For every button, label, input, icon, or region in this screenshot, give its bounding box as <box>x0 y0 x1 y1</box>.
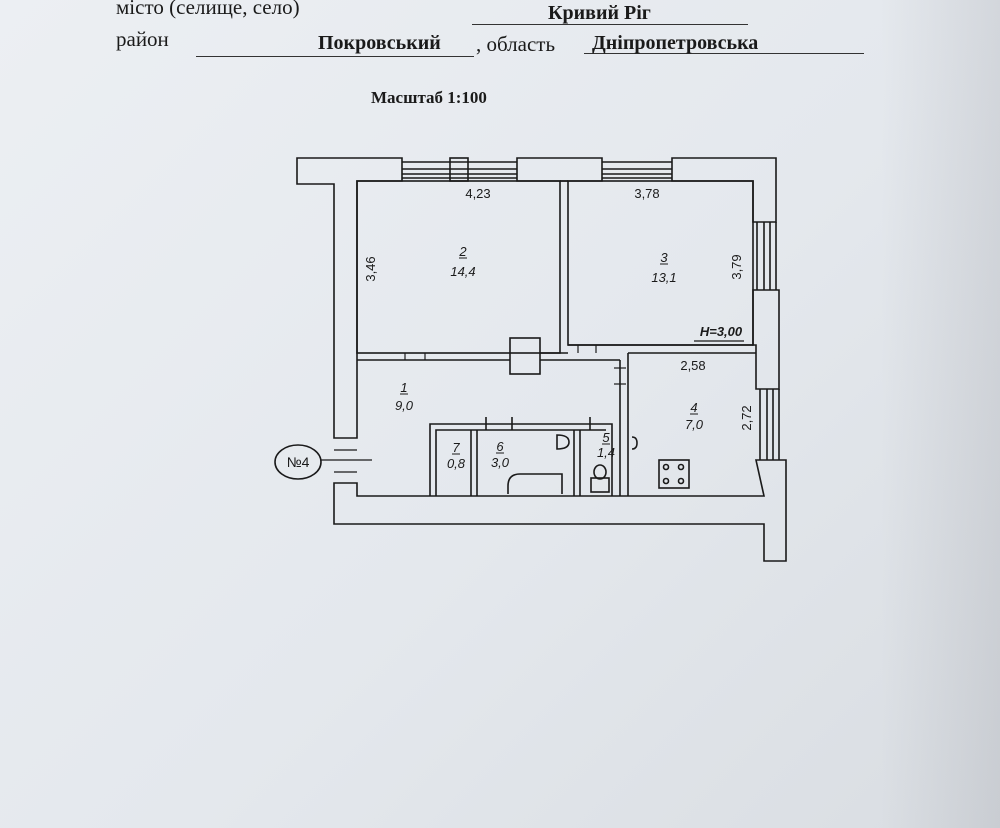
room-number: 2 <box>458 244 467 259</box>
dimension-label: 4,23 <box>465 186 490 201</box>
room-area: 7,0 <box>685 417 704 432</box>
ceiling-height: H=3,00 <box>700 324 743 339</box>
outer-wall <box>516 157 603 182</box>
room-number: 6 <box>496 439 504 454</box>
district-underline <box>196 56 474 57</box>
apartment-number: №4 <box>287 454 310 470</box>
region-value: Дніпропетровська <box>592 32 759 54</box>
dimension-label: 2,58 <box>680 358 705 373</box>
window <box>402 157 517 182</box>
outer-wall <box>333 459 787 562</box>
city-value: Кривий Ріг <box>548 2 651 24</box>
room-number: 4 <box>690 400 697 415</box>
window <box>756 222 777 290</box>
room-area: 14,4 <box>450 264 475 279</box>
district-value: Покровський <box>318 32 441 54</box>
district-label: район <box>116 27 169 51</box>
room-number: 1 <box>400 380 407 395</box>
outer-wall <box>296 157 403 439</box>
window <box>759 389 780 460</box>
window <box>602 161 672 179</box>
room-area: 3,0 <box>491 455 510 470</box>
room-area: 9,0 <box>395 398 414 413</box>
stove-icon <box>658 459 690 489</box>
room-area: 1,4 <box>597 445 615 460</box>
region-label: , область <box>476 32 556 56</box>
outer-wall <box>752 289 780 390</box>
region-underline <box>584 53 864 54</box>
scale-label: Масштаб 1:100 <box>371 88 487 107</box>
door-mark <box>334 345 626 473</box>
city-underline <box>472 24 748 25</box>
city-label: місто (селище, село) <box>116 0 300 19</box>
room-number: 3 <box>660 250 668 265</box>
sink-icon <box>556 434 570 450</box>
room-number: 7 <box>452 440 460 455</box>
apartment-marker-oval <box>274 444 322 480</box>
room-number: 5 <box>602 430 610 445</box>
partition <box>356 180 756 496</box>
sink-icon <box>631 436 638 450</box>
dimension-label: 3,78 <box>634 186 659 201</box>
room-area: 0,8 <box>447 456 466 471</box>
room-area: 13,1 <box>651 270 676 285</box>
bathtub-icon <box>507 473 563 494</box>
toilet-icon <box>590 464 610 493</box>
dimension-label: 2,72 <box>739 405 754 430</box>
bathroom-block <box>429 417 613 496</box>
dimension-label: 3,79 <box>729 254 744 279</box>
outer-wall <box>671 157 777 223</box>
dimension-label: 3,46 <box>363 256 378 281</box>
